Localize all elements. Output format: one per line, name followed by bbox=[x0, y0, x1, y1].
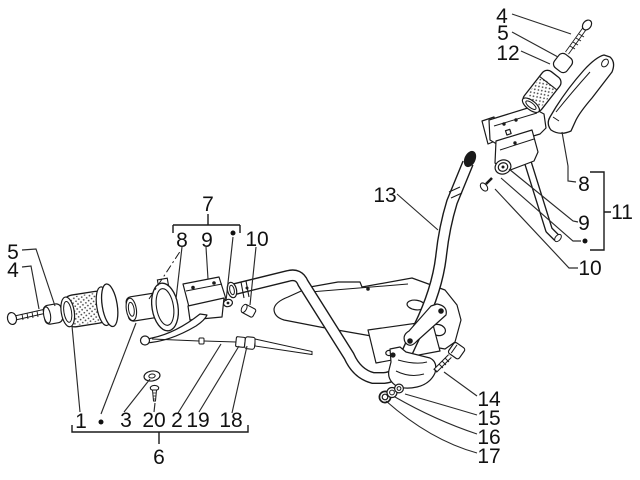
callout-4-left: 4 bbox=[7, 259, 19, 282]
callout-14: 14 bbox=[477, 388, 501, 411]
callout-19: 19 bbox=[186, 409, 209, 432]
small-screw-20 bbox=[149, 384, 160, 402]
left-hand-grip bbox=[60, 283, 119, 328]
callout-18: 18 bbox=[219, 409, 242, 432]
reference-dot-bottom-group bbox=[98, 419, 104, 425]
callout-7: 7 bbox=[202, 193, 214, 216]
left-screw-fitting-10 bbox=[240, 303, 257, 318]
callout-20: 20 bbox=[142, 409, 165, 432]
throttle-grip-12 bbox=[521, 69, 562, 114]
callout-10-left: 10 bbox=[245, 228, 268, 251]
callout-16: 16 bbox=[477, 426, 500, 449]
reference-dot-left-group bbox=[230, 230, 236, 236]
right-screw-4 bbox=[565, 19, 593, 55]
callout-12: 12 bbox=[496, 42, 519, 65]
reference-dot-right-group bbox=[582, 238, 588, 244]
right-end-cap-5 bbox=[552, 52, 574, 74]
handlebar-strut bbox=[403, 303, 447, 346]
callout-4-right: 4 bbox=[496, 5, 508, 28]
callout-1: 1 bbox=[75, 410, 87, 433]
washer bbox=[143, 370, 161, 382]
group-bracket-7 bbox=[172, 214, 241, 233]
callout-8-right: 8 bbox=[578, 173, 590, 196]
clamp-nuts bbox=[378, 383, 405, 404]
callout-11: 11 bbox=[611, 201, 633, 224]
right-screw-fitting-10 bbox=[479, 177, 493, 192]
clamp-centerline bbox=[148, 249, 182, 300]
right-pump-body bbox=[494, 129, 539, 175]
callout-13: 13 bbox=[373, 184, 396, 207]
throttle-cable bbox=[151, 336, 313, 356]
callout-9-left: 9 bbox=[201, 229, 213, 252]
callout-5-right: 5 bbox=[497, 22, 509, 45]
callout-5-left: 5 bbox=[7, 241, 19, 264]
lower-clamp bbox=[388, 346, 437, 389]
left-screw bbox=[6, 309, 45, 326]
left-end-cap bbox=[42, 303, 64, 325]
right-brake-lever bbox=[547, 54, 615, 134]
callout-17: 17 bbox=[477, 445, 500, 468]
clamp-bolt bbox=[433, 342, 466, 373]
left-clamp-ring bbox=[150, 277, 180, 332]
left-brake-pump-body bbox=[182, 276, 234, 321]
left-brake-lever bbox=[139, 313, 208, 346]
right-outlet-tube bbox=[520, 148, 562, 243]
callout-8-left: 8 bbox=[176, 229, 188, 252]
callout-10-right: 10 bbox=[578, 257, 601, 280]
group-bracket-11 bbox=[590, 171, 611, 251]
callout-15: 15 bbox=[477, 407, 500, 430]
callout-9-right: 9 bbox=[578, 212, 590, 235]
callout-3: 3 bbox=[120, 409, 132, 432]
callout-2: 2 bbox=[171, 409, 183, 432]
callout-6: 6 bbox=[153, 446, 165, 469]
group-bracket-6 bbox=[71, 425, 249, 444]
leader-lines bbox=[21, 13, 581, 454]
